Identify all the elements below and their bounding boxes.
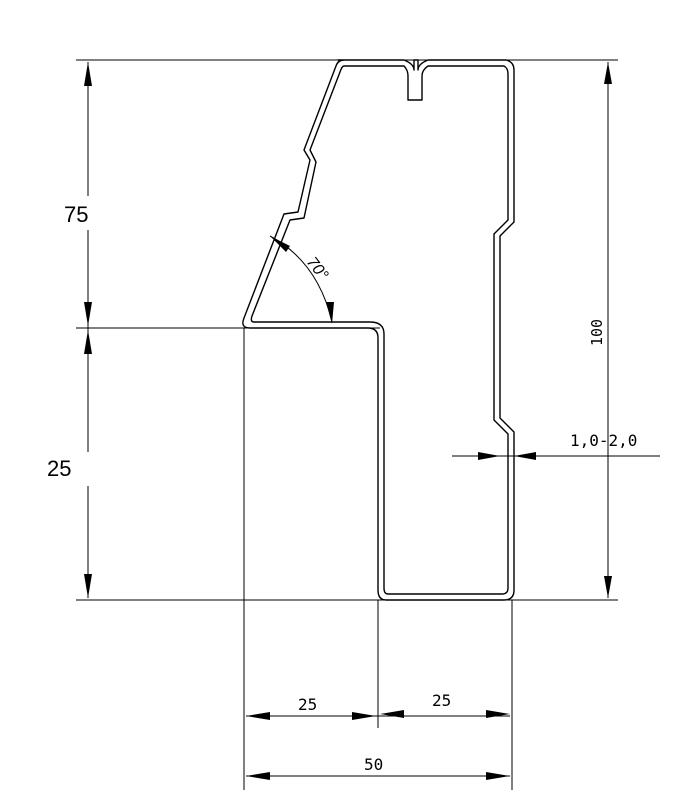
label-mask-25 xyxy=(40,452,96,486)
dim-label-angle: 70° xyxy=(303,254,332,284)
arrow-25-top xyxy=(84,330,92,354)
dim-label-50: 50 xyxy=(364,755,383,774)
profile-inner xyxy=(250,65,509,595)
arrow-angle-bottom xyxy=(326,302,334,324)
arrow-25-left-a xyxy=(246,712,270,720)
arrow-25-right-a xyxy=(380,710,404,718)
label-mask-75 xyxy=(62,196,102,230)
arrow-thickness-left xyxy=(478,452,500,460)
dim-label-100: 100 xyxy=(588,319,606,346)
arrow-50-right xyxy=(486,772,510,780)
arrow-75-top xyxy=(84,62,92,86)
profile-outer xyxy=(242,59,515,601)
dim-label-25-vertical: 25 xyxy=(47,456,71,481)
arrow-25-bottom xyxy=(84,574,92,598)
dim-label-75: 75 xyxy=(64,202,88,227)
arrow-25-right-b xyxy=(486,710,510,718)
dim-label-25-left: 25 xyxy=(298,695,317,714)
dim-label-thickness: 1,0-2,0 xyxy=(570,431,637,450)
dim-label-25-right: 25 xyxy=(432,691,451,710)
arrow-thickness-right xyxy=(514,452,536,460)
arrow-50-left xyxy=(246,772,270,780)
arrow-25-left-b xyxy=(352,712,376,720)
arrow-75-bottom xyxy=(84,302,92,326)
arrow-100-top xyxy=(604,62,612,84)
arrow-100-bottom xyxy=(604,576,612,598)
